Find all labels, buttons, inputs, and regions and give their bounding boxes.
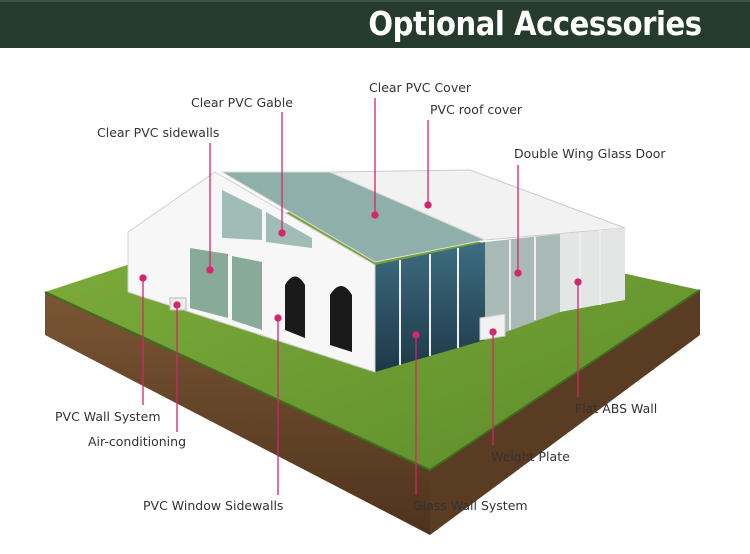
tent (127, 169, 626, 373)
callout-dot (371, 211, 379, 219)
callout-dot (139, 274, 147, 282)
label-double-wing-glass-door: Double Wing Glass Door (514, 146, 666, 161)
callout-dot (489, 328, 497, 336)
label-flat-abs-wall: Flat ABS Wall (575, 401, 658, 416)
callout-dot (278, 229, 286, 237)
label-glass-wall-system: Glass Wall System (413, 498, 528, 513)
callout-dot (412, 331, 420, 339)
page-title: Optional Accessories (368, 4, 703, 43)
callout-dot (274, 314, 282, 322)
label-air-conditioning: Air-conditioning (88, 434, 186, 449)
label-pvc-roof-cover: PVC roof cover (430, 102, 523, 117)
label-clear-pvc-sidewalls: Clear PVC sidewalls (97, 125, 220, 140)
label-pvc-window-sidewalls: PVC Window Sidewalls (143, 498, 284, 513)
callout-dot (424, 201, 432, 209)
callout-lines (139, 98, 582, 495)
label-clear-pvc-cover: Clear PVC Cover (369, 80, 472, 95)
label-weight-plate: Weight Plate (491, 449, 570, 464)
label-pvc-wall-system: PVC Wall System (55, 409, 161, 424)
callout-dot (173, 301, 181, 309)
callout-dot (206, 266, 214, 274)
callout-dot (574, 278, 582, 286)
header-banner: Optional Accessories (0, 0, 750, 48)
label-clear-pvc-gable: Clear PVC Gable (191, 95, 293, 110)
callout-dot (514, 269, 522, 277)
